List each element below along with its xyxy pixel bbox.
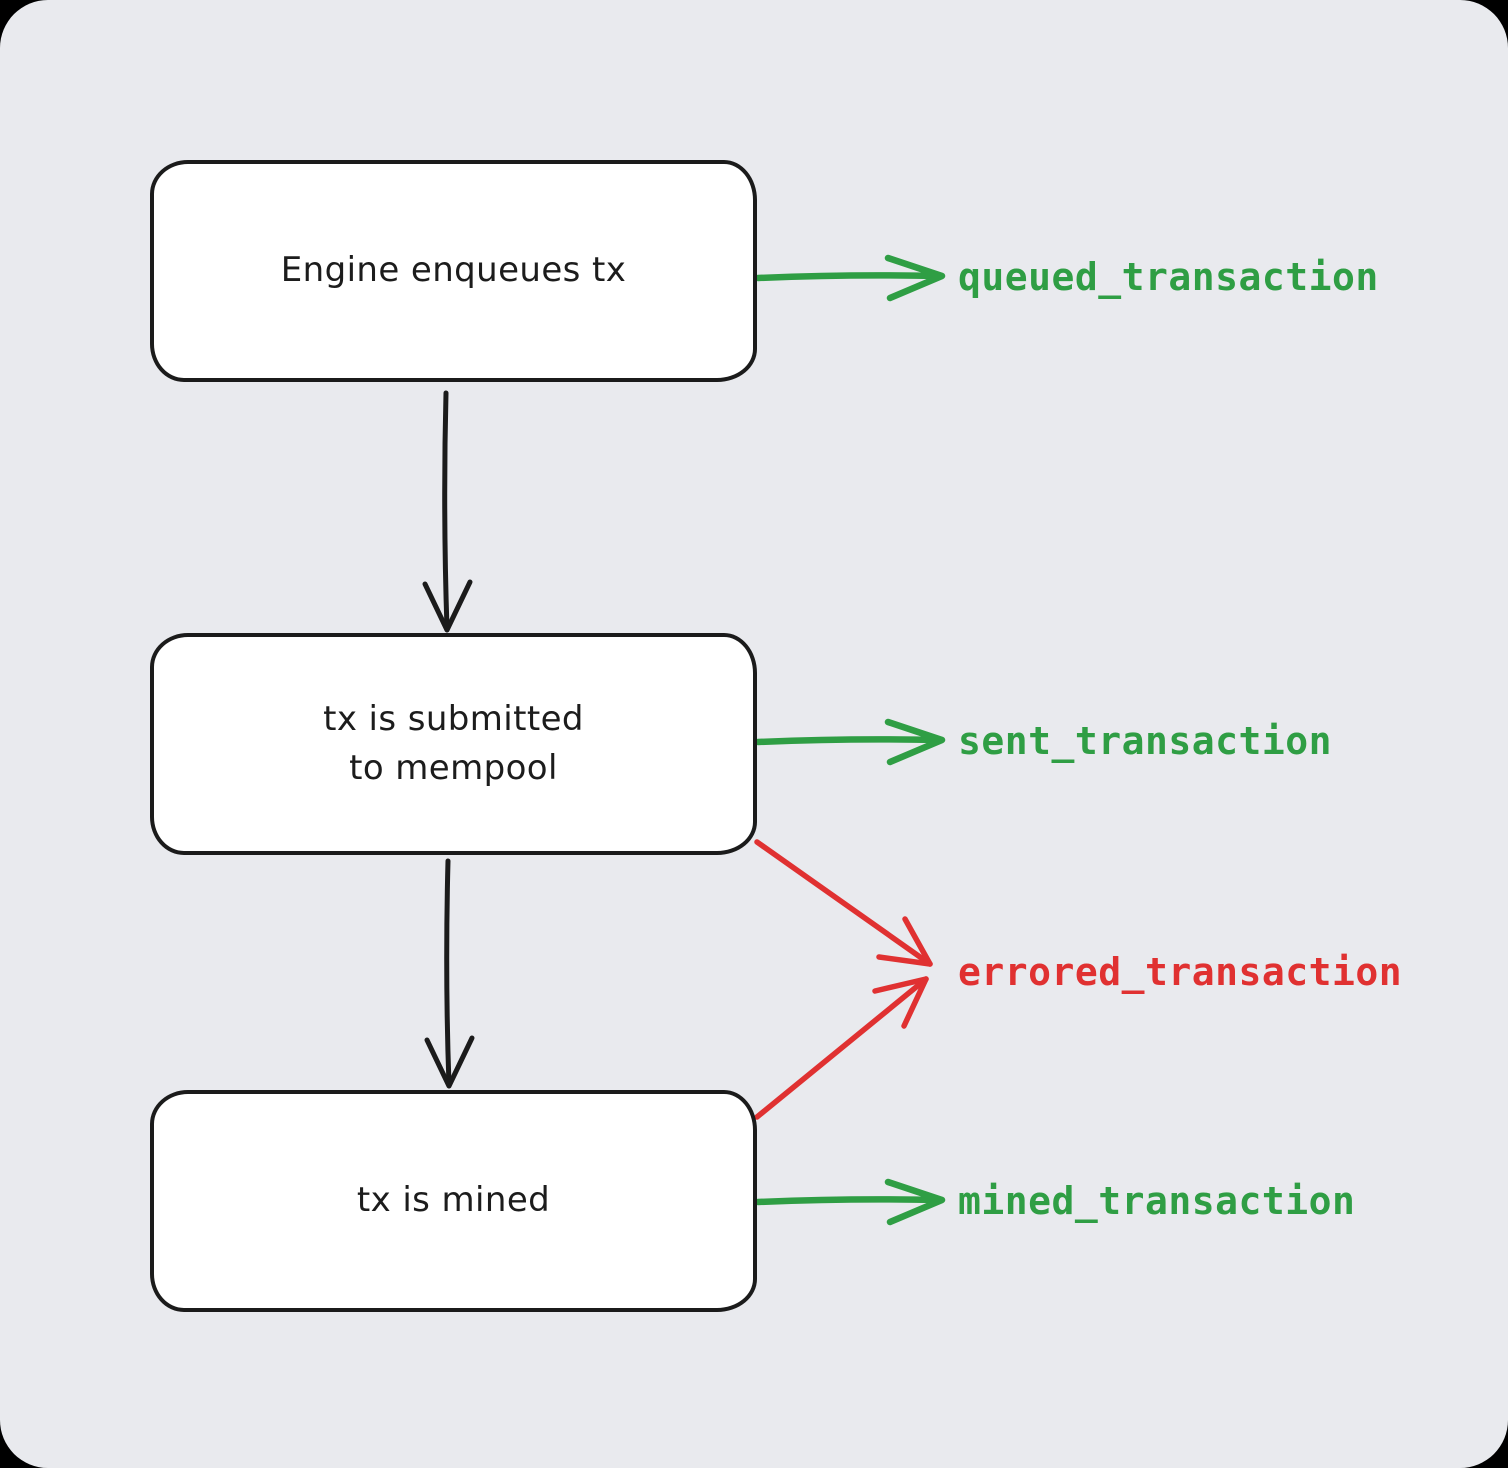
arrow-mined-transaction <box>754 1178 946 1226</box>
event-label-mined-transaction: mined_transaction <box>958 1179 1356 1223</box>
node-label-tx-submitted-to-mempool: tx is submitted to mempool <box>323 698 584 788</box>
node-label-tx-is-mined: tx is mined <box>356 1180 551 1221</box>
arrow-queued-transaction <box>754 254 946 302</box>
event-label-errored-transaction: errored_transaction <box>958 950 1403 994</box>
event-label-sent-transaction: sent_transaction <box>958 719 1333 763</box>
event-label-queued-transaction: queued_transaction <box>958 255 1379 299</box>
arrow-mempool-to-mined <box>424 858 475 1089</box>
node-label-engine-enqueues-tx: Engine enqueues tx <box>280 250 627 291</box>
node-engine-enqueues-tx: Engine enqueues tx <box>150 160 757 382</box>
node-tx-is-mined: tx is mined <box>150 1090 757 1312</box>
arrow-engine-to-mempool <box>422 390 473 633</box>
arrow-sent-transaction <box>754 718 946 766</box>
node-tx-submitted-to-mempool: tx is submitted to mempool <box>150 633 757 855</box>
arrow-errored-from-mempool <box>754 839 933 967</box>
arrow-errored-from-mined <box>754 976 929 1120</box>
